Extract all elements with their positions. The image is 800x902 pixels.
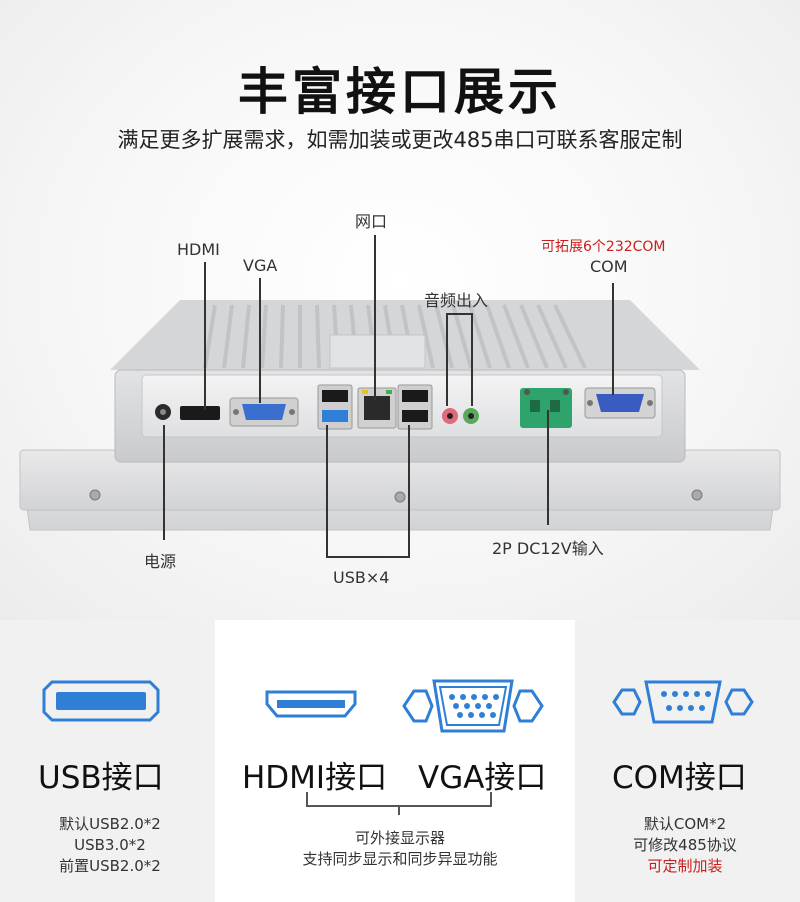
audio-leader-left xyxy=(446,313,448,406)
hdmi-leader xyxy=(204,262,206,410)
dc-leader xyxy=(547,410,549,525)
usb-port-3 xyxy=(402,390,428,402)
vga-icon xyxy=(402,679,544,733)
com-expand-note: 可拓展6个232COM xyxy=(541,239,666,255)
device-rear-panel xyxy=(19,300,781,531)
page-subtitle: 满足更多扩展需求，如需加装或更改485串口可联系客服定制 xyxy=(117,128,683,152)
usb-leader-right xyxy=(408,425,410,558)
hdmi-label: HDMI xyxy=(177,240,220,259)
lan-label: 网口 xyxy=(355,212,388,231)
com-leader xyxy=(612,283,614,395)
usb-leader-left xyxy=(326,425,328,558)
usb-feature-title: USB接口 xyxy=(38,760,164,796)
hdmi-port xyxy=(180,406,220,420)
com-icon xyxy=(612,680,754,724)
usb-icon xyxy=(42,680,160,722)
hdmi-icon xyxy=(265,690,357,718)
vga-label: VGA xyxy=(243,256,278,275)
lan-leader xyxy=(374,235,376,400)
vga-feature-title: VGA接口 xyxy=(418,760,547,796)
power-leader xyxy=(163,425,165,540)
com-feature-title: COM接口 xyxy=(612,760,747,796)
com-label: COM xyxy=(590,257,628,276)
usb-desc-line-2: USB3.0*2 xyxy=(74,836,146,854)
power-label: 电源 xyxy=(144,552,177,571)
usb-port-4 xyxy=(402,410,428,422)
com-desc-line-2: 可修改485协议 xyxy=(633,836,737,854)
dc-input-label: 2P DC12V输入 xyxy=(492,539,604,558)
display-desc-line-2: 支持同步显示和同步异显功能 xyxy=(302,850,498,868)
display-desc-line-1: 可外接显示器 xyxy=(354,829,445,847)
usb3-port xyxy=(322,410,348,422)
com-port xyxy=(596,394,644,412)
features-section: USB接口 默认USB2.0*2 USB3.0*2 前置USB2.0*2 HDM… xyxy=(0,620,800,902)
com-desc-line-1: 默认COM*2 xyxy=(643,815,727,833)
page-title: 丰富接口展示 xyxy=(238,63,562,121)
dc-terminal xyxy=(520,388,572,428)
display-feature-desc: 可外接显示器 支持同步显示和同步异显功能 xyxy=(275,828,525,870)
vga-port xyxy=(242,404,286,420)
lan-port xyxy=(364,396,390,420)
audio-leader-right xyxy=(471,313,473,406)
usb-feature-desc: 默认USB2.0*2 USB3.0*2 前置USB2.0*2 xyxy=(35,814,185,877)
audio-label: 音频出入 xyxy=(424,291,489,310)
usb-port-2 xyxy=(322,390,348,402)
audio-leader-top xyxy=(446,313,473,315)
usb-desc-line-3: 前置USB2.0*2 xyxy=(59,857,161,875)
usb-leader-bottom xyxy=(326,556,410,558)
vga-leader xyxy=(259,278,261,403)
usb-desc-line-1: 默认USB2.0*2 xyxy=(59,815,161,833)
hdmi-feature-title: HDMI接口 xyxy=(242,760,388,796)
com-desc-highlight: 可定制加装 xyxy=(647,857,723,875)
com-feature-desc: 默认COM*2 可修改485协议 可定制加装 xyxy=(600,814,770,877)
usb-label: USB×4 xyxy=(333,568,390,587)
